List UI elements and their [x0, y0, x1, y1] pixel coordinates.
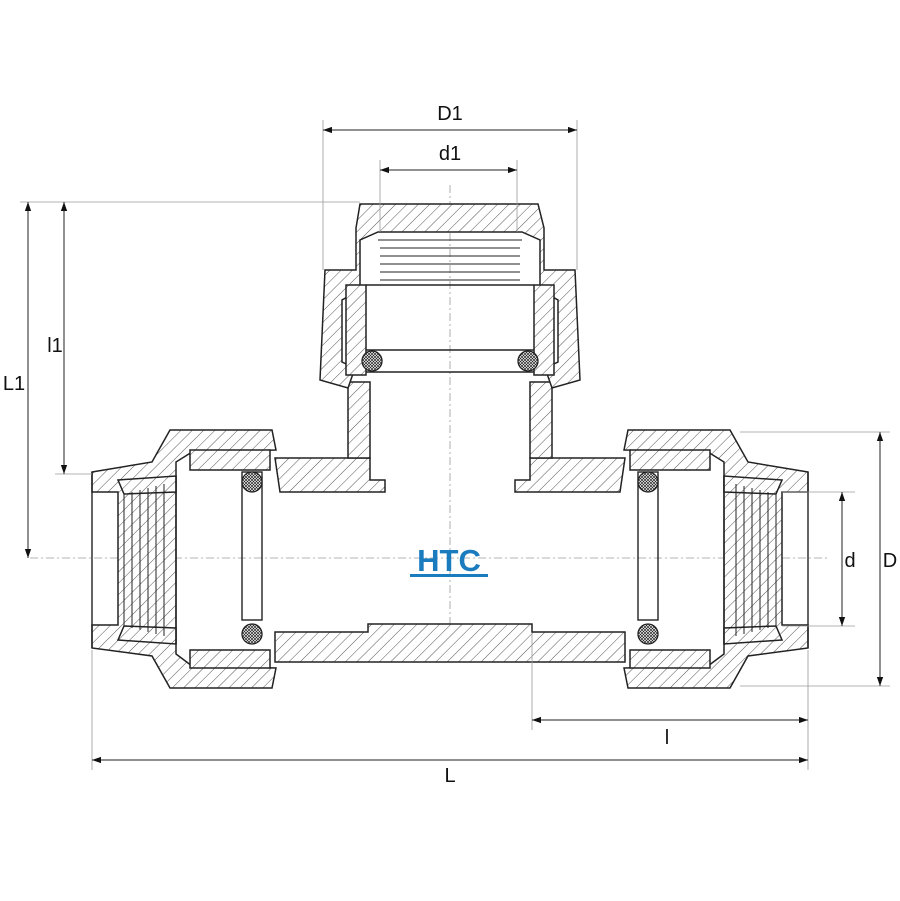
label-d: d [844, 550, 855, 572]
left-grip-ring [123, 484, 165, 636]
label-l: l [665, 727, 669, 749]
dimension-lines [24, 126, 884, 764]
right-grip-ring [735, 484, 777, 636]
branch-nut [319, 203, 581, 389]
branch-threads [378, 239, 522, 281]
dimension-labels: D1 d1 L1 l1 d D l L [3, 103, 897, 787]
htc-logo: HTC [410, 543, 488, 578]
logo-underline [410, 574, 488, 577]
left-nut [91, 429, 277, 689]
right-nut [623, 429, 809, 689]
extension-lines [20, 120, 890, 770]
logo-text: HTC [417, 543, 481, 578]
label-D1: D1 [437, 103, 463, 125]
label-l1: l1 [47, 335, 63, 357]
label-L1: L1 [3, 373, 25, 395]
label-D: D [883, 550, 897, 572]
tee-body [274, 381, 626, 663]
label-L: L [444, 765, 455, 787]
label-d1: d1 [439, 143, 461, 165]
